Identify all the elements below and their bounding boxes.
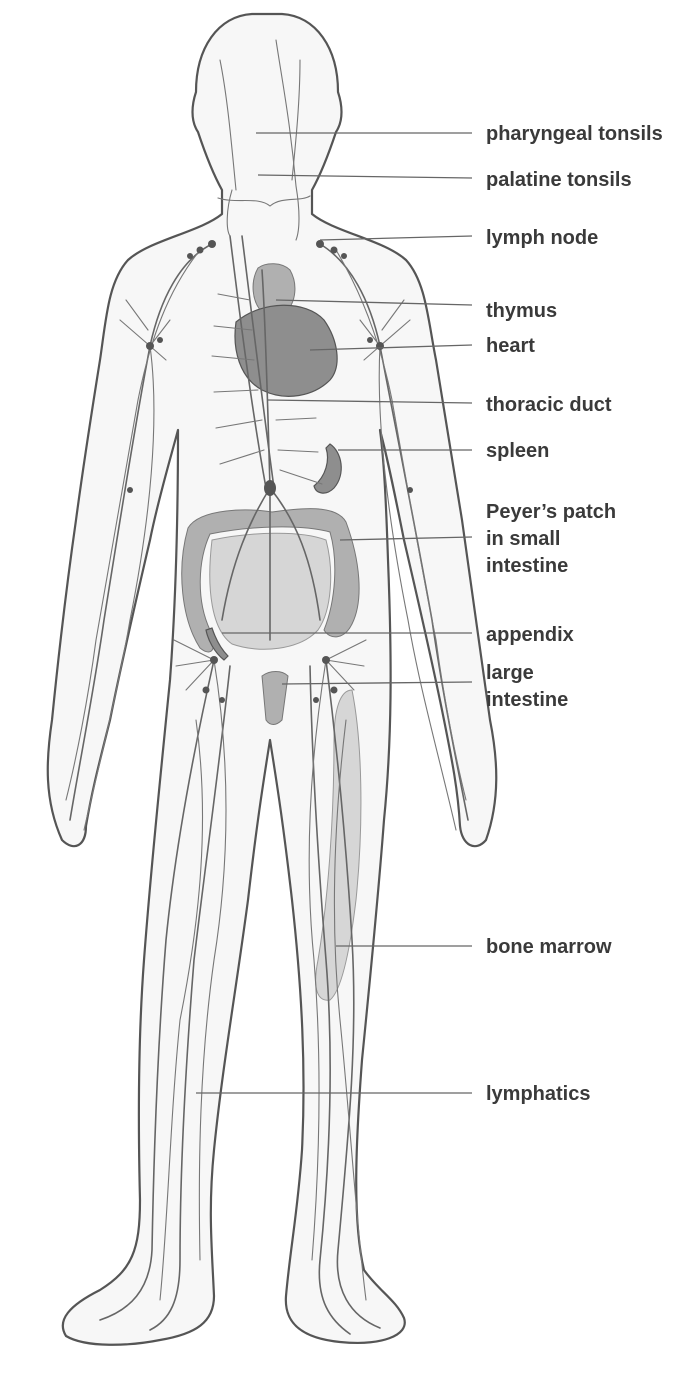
label-spleen: spleen — [486, 440, 549, 462]
label-bone-marrow: bone marrow — [486, 936, 612, 958]
label-thoracic-duct: thoracic duct — [486, 394, 612, 416]
label-peyers-patch-line1: Peyer’s patch — [486, 501, 616, 523]
label-peyers-patch-line2: in small — [486, 528, 560, 550]
label-peyers-patch-line3: intestine — [486, 555, 568, 577]
label-heart: heart — [486, 335, 535, 357]
label-pharyngeal-tonsils: pharyngeal tonsils — [486, 123, 663, 145]
label-lymphatics: lymphatics — [486, 1083, 590, 1105]
label-lymph-node: lymph node — [486, 227, 598, 249]
label-palatine-tonsils: palatine tonsils — [486, 169, 632, 191]
label-large-intestine-line2: intestine — [486, 689, 568, 711]
thymus-shape — [253, 264, 295, 312]
label-large-intestine-line1: large — [486, 662, 534, 684]
labels: pharyngeal tonsils palatine tonsils lymp… — [486, 123, 663, 1105]
label-appendix: appendix — [486, 624, 574, 646]
label-thymus: thymus — [486, 300, 557, 322]
